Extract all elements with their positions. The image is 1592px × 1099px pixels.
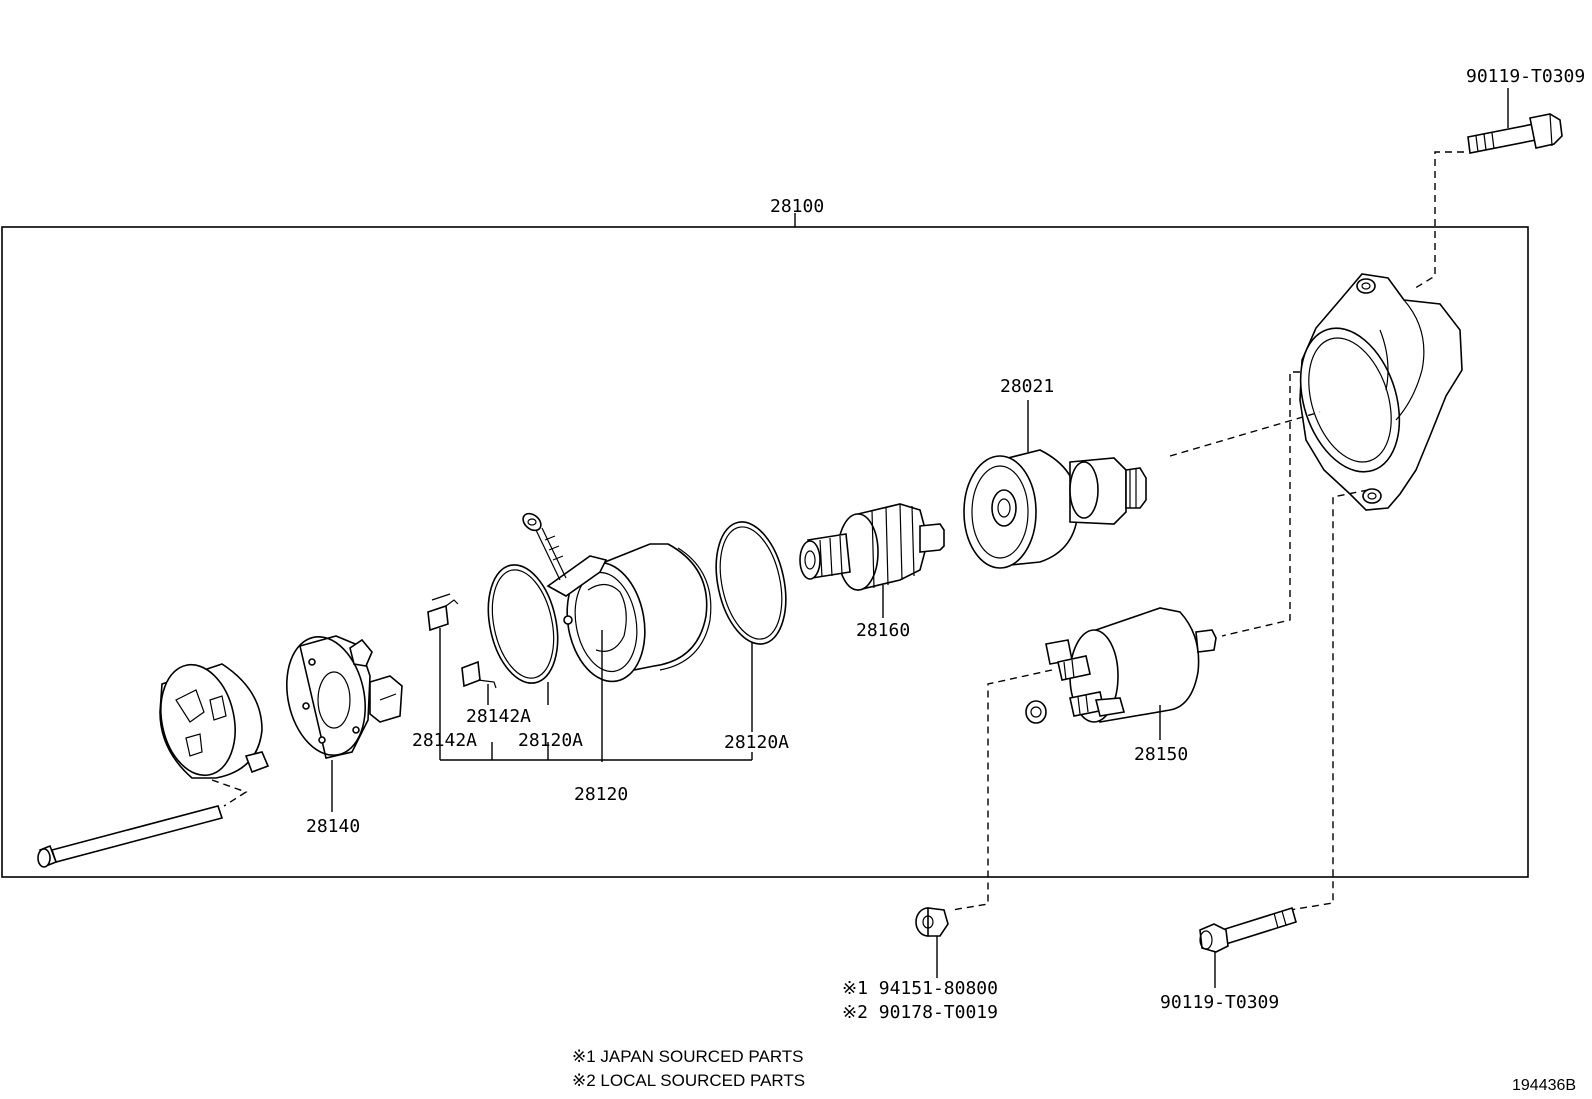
brush-holder-icon[interactable] bbox=[276, 629, 403, 762]
solenoid-icon[interactable] bbox=[1025, 607, 1217, 724]
label-nut-line1: ※1 94151-80800 bbox=[842, 978, 998, 999]
armature-icon[interactable] bbox=[799, 503, 945, 592]
oring-right-icon[interactable] bbox=[706, 515, 796, 650]
bolt-top-dashline bbox=[1411, 151, 1464, 291]
oring-left-icon[interactable] bbox=[478, 558, 568, 689]
label-nut-line2: ※2 90178-T0019 bbox=[842, 1002, 998, 1023]
housing-dashline-left bbox=[1221, 371, 1300, 637]
label-brush-a1: 28142A bbox=[412, 730, 477, 751]
label-oring-a1: 28120A bbox=[518, 730, 583, 751]
housing-dashline-lower bbox=[1289, 489, 1369, 911]
oring-right-inner bbox=[719, 526, 783, 640]
note-local-sourced: ※2 LOCAL SOURCED PARTS bbox=[572, 1071, 805, 1090]
through-bolt-dashline bbox=[211, 779, 248, 807]
yoke-group-bracket bbox=[440, 742, 753, 761]
drive-housing-icon[interactable] bbox=[1283, 273, 1463, 511]
nut-icon[interactable] bbox=[915, 907, 949, 937]
label-assembly: 28100 bbox=[770, 196, 824, 217]
label-drive: 28021 bbox=[1000, 376, 1054, 397]
label-armature: 28160 bbox=[856, 620, 910, 641]
label-solenoid: 28150 bbox=[1134, 744, 1188, 765]
brush-a1-icon[interactable] bbox=[427, 593, 459, 632]
yoke-icon[interactable] bbox=[520, 510, 712, 687]
oring-left-inner bbox=[491, 569, 555, 679]
through-bolt-icon[interactable] bbox=[37, 805, 224, 868]
label-oring-a2: 28120A bbox=[724, 732, 789, 753]
note-japan-sourced: ※1 JAPAN SOURCED PARTS bbox=[572, 1047, 804, 1066]
label-bolt-top: 90119-T0309 bbox=[1466, 66, 1585, 87]
label-brush-holder: 28140 bbox=[306, 816, 360, 837]
label-brush-a2: 28142A bbox=[466, 706, 531, 727]
bolt-bottom-icon[interactable] bbox=[1199, 906, 1297, 953]
figure-id: 194436B bbox=[1512, 1077, 1576, 1094]
housing-dashline-upper bbox=[1169, 411, 1321, 457]
end-cover-icon[interactable] bbox=[151, 658, 270, 783]
brush-a2-icon[interactable] bbox=[461, 660, 497, 689]
solenoid-nut-dashline bbox=[951, 669, 1053, 911]
bolt-top-icon[interactable] bbox=[1467, 113, 1563, 154]
starter-drive-icon[interactable] bbox=[963, 449, 1147, 569]
assembly-frame bbox=[1, 226, 1529, 878]
label-bolt-bottom: 90119-T0309 bbox=[1160, 992, 1279, 1013]
label-yoke: 28120 bbox=[574, 784, 628, 805]
